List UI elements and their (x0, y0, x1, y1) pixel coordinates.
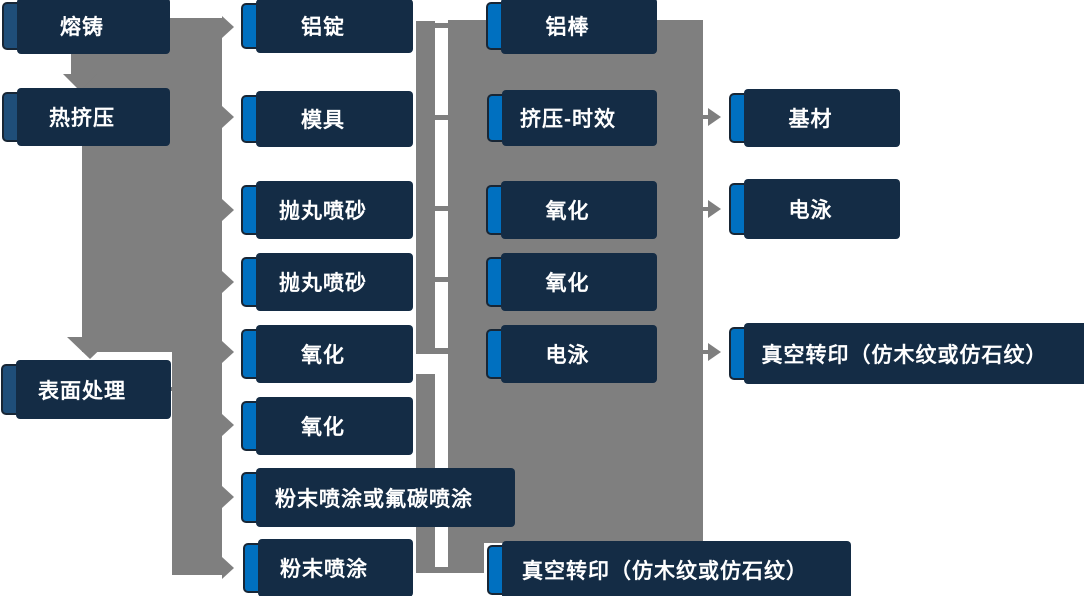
arrow-to-mold (222, 106, 234, 128)
stub-row-extrusion-aging (435, 115, 449, 120)
node-powder-or-fluorocarbon-coating: 粉末喷涂或氟碳喷涂 (241, 468, 515, 527)
stub-row-electrophoresis (435, 348, 449, 354)
arrow-to-vacuum-transfer-c4 (703, 343, 721, 361)
bar-left-branch (82, 18, 222, 352)
node-base-material: 基材 (729, 89, 900, 147)
stub-row-oxidation-1 (435, 206, 449, 211)
arrow-to-surface-treatment (67, 337, 113, 359)
node-electrophoresis-c4: 电泳 (729, 179, 900, 239)
column-extrusion-flow-foot (448, 543, 484, 573)
node-shot-blasting-2: 抛丸喷砂 (241, 253, 413, 311)
node-vacuum-transfer-c3: 真空转印（仿木纹或仿石纹） (487, 541, 851, 596)
node-mold: 模具 (241, 91, 413, 147)
node-aluminum-ingot: 铝锭 (241, 0, 413, 53)
node-oxidation-c3-1: 氧化 (486, 181, 657, 239)
node-surface-treatment: 表面处理 (1, 360, 171, 419)
node-oxidation-c3-2: 氧化 (486, 253, 657, 311)
stub-row-oxidation-2 (435, 277, 449, 282)
node-oxidation-c2-2: 氧化 (241, 397, 413, 455)
node-extrusion-aging: 挤压-时效 (487, 90, 657, 146)
node-hot-extrusion: 热挤压 (2, 88, 170, 146)
node-electrophoresis-c3: 电泳 (486, 325, 657, 383)
arrow-to-powder-coating (222, 557, 234, 579)
arrow-to-oxidation-2 (222, 414, 234, 436)
bar-left-lower-branch (172, 352, 222, 575)
node-oxidation-c2-1: 氧化 (241, 325, 413, 383)
stub-row-vacuum-transfer (435, 567, 449, 573)
node-vacuum-transfer-c4: 真空转印（仿木纹或仿石纹） (729, 323, 1084, 384)
node-powder-coating: 粉末喷涂 (243, 539, 413, 596)
arrow-to-electrophoresis-c4 (703, 200, 721, 218)
bar-mid-upper (416, 21, 435, 354)
arrow-to-powder-fluorocarbon (222, 486, 234, 508)
node-aluminum-rod: 铝棒 (486, 0, 657, 54)
node-shot-blasting-1: 抛丸喷砂 (241, 181, 413, 239)
arrow-to-oxidation-1 (222, 341, 234, 363)
arrow-to-base-material (703, 108, 721, 126)
node-melting-casting: 熔铸 (2, 0, 170, 54)
stub-row-aluminum-rod (435, 23, 449, 28)
arrow-to-shot-blasting-2 (222, 271, 234, 293)
arrow-to-shot-blasting-1 (222, 199, 234, 221)
arrow-to-aluminum-ingot (222, 16, 234, 38)
arrow-melting-to-hot-extrusion (63, 50, 97, 91)
